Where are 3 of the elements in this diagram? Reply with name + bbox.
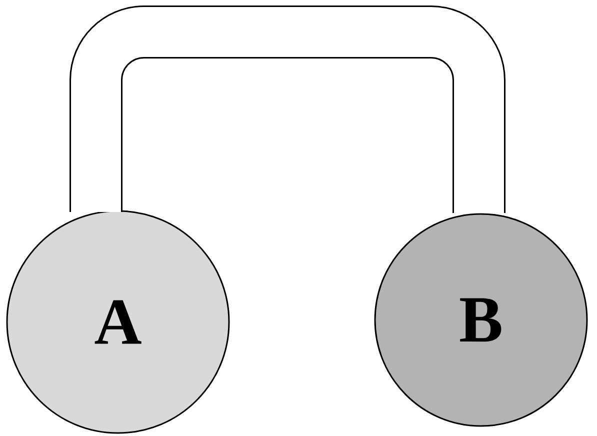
circle-node: B xyxy=(374,213,588,427)
tube-connector xyxy=(70,6,506,213)
circle-node: A xyxy=(6,210,230,434)
